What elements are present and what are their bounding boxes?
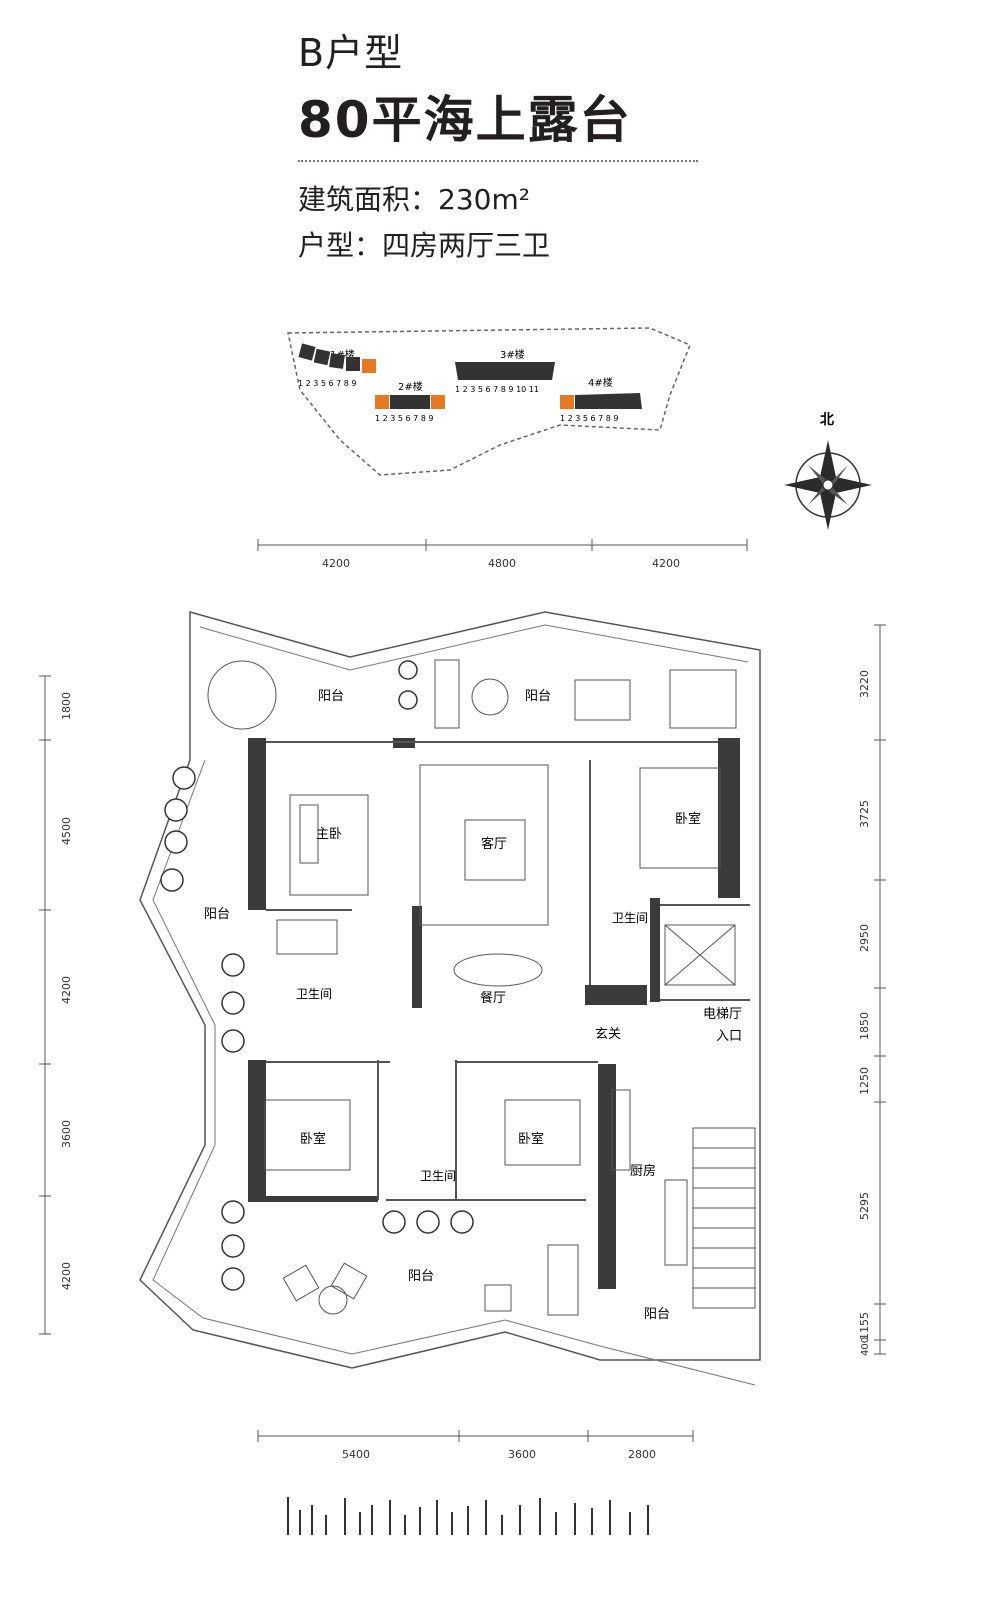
dim-left-1: 1800 <box>60 692 73 720</box>
building-3-numbers: 1 2 3 5 6 7 8 9 10 11 <box>455 385 539 394</box>
room-bathroom-ne: 卫生间 <box>612 911 648 925</box>
room-living-room: 客厅 <box>481 836 507 852</box>
interior-walls <box>266 741 750 1201</box>
room-foyer: 玄关 <box>595 1027 621 1042</box>
bottom-dimensions <box>257 1430 694 1442</box>
dim-right-5: 1250 <box>858 1067 871 1095</box>
dim-left-3: 4200 <box>60 976 73 1004</box>
dim-right-7: 1155 <box>858 1312 871 1340</box>
building-3: 3#楼 1 2 3 5 6 7 8 9 10 11 <box>455 348 555 394</box>
room-balcony-west: 阳台 <box>204 907 230 922</box>
room-balcony-south: 阳台 <box>408 1269 434 1284</box>
room-dining: 餐厅 <box>480 990 506 1006</box>
area-value: 230m² <box>438 183 530 216</box>
room-bedroom-s: 卧室 <box>518 1131 544 1147</box>
room-bedroom-ne: 卧室 <box>675 811 701 827</box>
room-kitchen: 厨房 <box>630 1163 656 1179</box>
dim-right-3: 2950 <box>858 924 871 952</box>
building-3-label: 3#楼 <box>500 348 525 361</box>
room-master-bedroom: 主卧 <box>316 827 342 842</box>
title-divider <box>298 160 698 162</box>
building-4: 4#楼 1 2 3 5 6 7 8 9 <box>560 376 642 423</box>
dim-top-1: 4200 <box>322 557 350 570</box>
dim-left-2: 4500 <box>60 817 73 845</box>
layout-label: 户型： <box>298 229 383 262</box>
area-label: 建筑面积： <box>298 183 439 216</box>
building-1-numbers: 1 2 3 5 6 7 8 9 <box>298 379 357 388</box>
layout-spec: 户型：四房两厅三卫 <box>298 224 550 264</box>
compass-label: 北 <box>820 412 834 428</box>
compass-icon: 北 <box>784 412 872 530</box>
room-elevator-hall: 电梯厅 <box>703 1007 742 1022</box>
dim-top-2: 4800 <box>488 557 516 570</box>
dim-bottom-2: 3600 <box>508 1448 536 1461</box>
building-1: 1#楼 1 2 3 5 6 7 8 9 <box>298 343 376 388</box>
dim-bottom-3: 2800 <box>628 1448 656 1461</box>
unit-type-label: B户型 <box>298 31 404 75</box>
room-bathroom-south: 卫生间 <box>420 1169 456 1183</box>
furniture <box>207 659 737 1316</box>
room-balcony-top-center: 阳台 <box>525 689 551 704</box>
dim-right-6: 5295 <box>858 1192 871 1220</box>
scale-bar <box>287 1497 649 1535</box>
right-dimensions <box>874 624 886 1355</box>
elevator-icon <box>664 924 736 986</box>
dim-left-5: 4200 <box>60 1262 73 1290</box>
building-4-label: 4#楼 <box>588 376 613 389</box>
building-4-numbers: 1 2 3 5 6 7 8 9 <box>560 414 619 423</box>
dim-right-4: 1850 <box>858 1012 871 1040</box>
room-balcony-top-left: 阳台 <box>318 689 344 704</box>
room-bedroom-sw: 卧室 <box>300 1131 326 1147</box>
left-dimensions <box>39 675 51 1335</box>
layout-value: 四房两厅三卫 <box>382 229 551 262</box>
building-2-numbers: 1 2 3 5 6 7 8 9 <box>375 414 434 423</box>
top-dimensions <box>257 539 748 551</box>
terrace-outline <box>139 611 761 1369</box>
dim-left-4: 3600 <box>60 1120 73 1148</box>
dim-bottom-1: 5400 <box>342 1448 370 1461</box>
dim-right-8: 400 <box>860 1337 871 1356</box>
building-2-label: 2#楼 <box>398 380 423 393</box>
area-spec: 建筑面积：230m² <box>298 178 530 218</box>
room-bathroom-master: 卫生间 <box>296 987 332 1001</box>
room-balcony-kitchen: 阳台 <box>644 1307 670 1322</box>
dim-right-2: 3725 <box>858 800 871 828</box>
building-2: 2#楼 1 2 3 5 6 7 8 9 <box>375 380 445 423</box>
page-title: 80平海上露台 <box>298 91 632 149</box>
dim-right-1: 3220 <box>858 670 871 698</box>
terrace-inner-outline <box>152 624 756 1386</box>
plant-icons <box>160 660 474 1291</box>
room-entrance: 入口 <box>716 1029 742 1044</box>
dim-top-3: 4200 <box>652 557 680 570</box>
stairwell <box>692 1127 756 1309</box>
site-outline <box>287 327 691 476</box>
exterior-walls <box>248 738 740 1289</box>
